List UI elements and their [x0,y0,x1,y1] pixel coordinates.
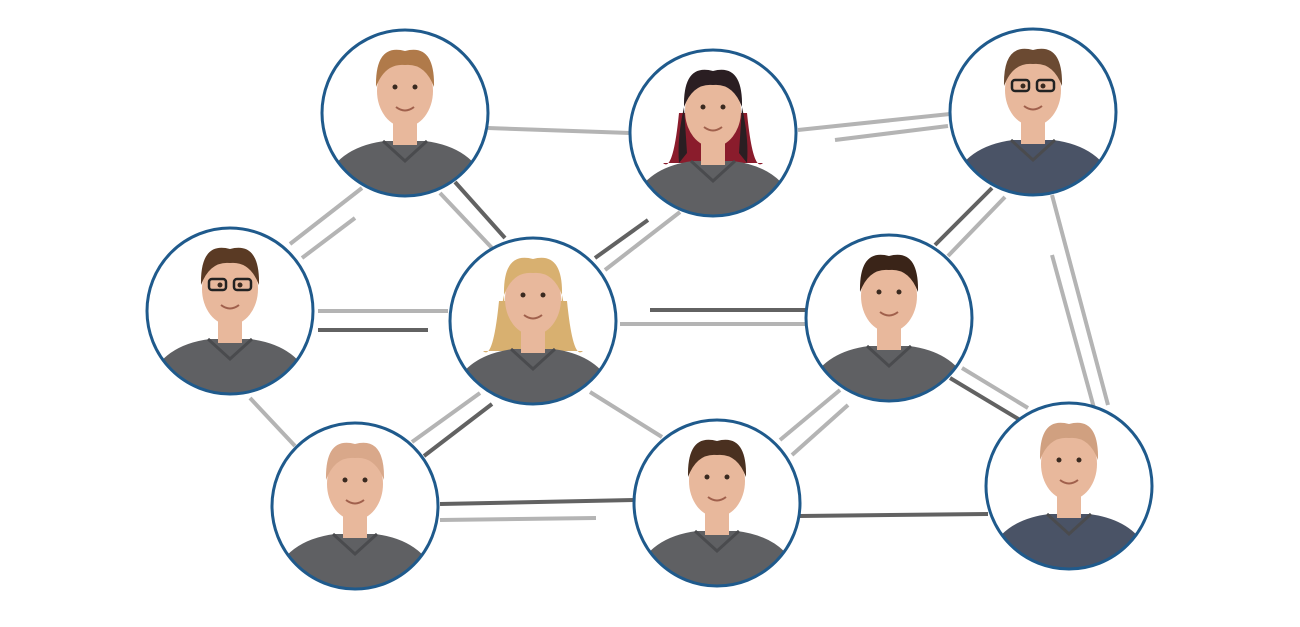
connection-line [487,126,631,135]
connection-line [422,402,494,458]
hair [200,247,260,285]
connection-line [300,216,357,260]
connection-line [799,512,989,518]
face [1041,428,1097,500]
connection-line [797,112,951,132]
photo-ring [948,27,1118,197]
photo-ring [270,421,440,591]
connection-line [778,388,842,442]
face [377,55,433,127]
hair [1039,422,1099,460]
photo-ring [804,233,974,403]
hair [375,49,435,87]
photo-ring [628,48,798,218]
photo-ring [145,226,315,396]
face [861,260,917,332]
shirt [147,339,313,394]
connection-line [948,376,1022,422]
shirt [806,346,972,401]
face [689,445,745,517]
glasses-icon [207,277,228,292]
connection-line [603,210,682,272]
team-member-photo [628,48,798,218]
connection-line [790,403,850,457]
connection-line [453,180,507,240]
face [505,263,561,335]
face [685,75,741,147]
team-member-photo [270,421,440,591]
hair [859,254,919,292]
hair [683,69,743,107]
connection-line [588,390,664,439]
face [1005,54,1061,126]
photo-ring [448,236,618,406]
shirt [322,141,488,196]
shirt [986,514,1152,569]
hair [1003,48,1063,86]
shirt [272,534,438,589]
hair [503,257,563,295]
connection-line [933,186,994,247]
team-member-photo [948,27,1118,197]
connection-line [1050,194,1110,406]
connection-line [960,366,1030,410]
face [202,253,258,325]
connection-line [288,186,364,246]
shirt [634,531,800,586]
team-member-photo [145,226,315,396]
connection-line [248,396,297,448]
team-members [145,27,1154,591]
shirt [630,161,796,216]
connection-line [439,498,635,506]
team-member-photo [984,401,1154,571]
connection-lines [248,112,1110,522]
hair [325,442,385,480]
hair [687,439,747,477]
face [327,448,383,520]
team-member-photo [632,418,802,588]
connection-line [593,218,650,260]
team-member-photo [320,28,490,198]
connection-line [439,516,597,522]
shirt [950,140,1116,195]
team-member-photo [804,233,974,403]
connection-line [1050,254,1096,409]
connection-line [946,195,1007,258]
connection-line [834,124,949,142]
connection-line [438,191,494,250]
photo-ring [320,28,490,198]
shirt [450,349,616,404]
connection-line [410,391,482,444]
photo-ring [632,418,802,588]
team-member-photo [448,236,618,406]
glasses-icon [1010,78,1031,93]
photo-ring [984,401,1154,571]
